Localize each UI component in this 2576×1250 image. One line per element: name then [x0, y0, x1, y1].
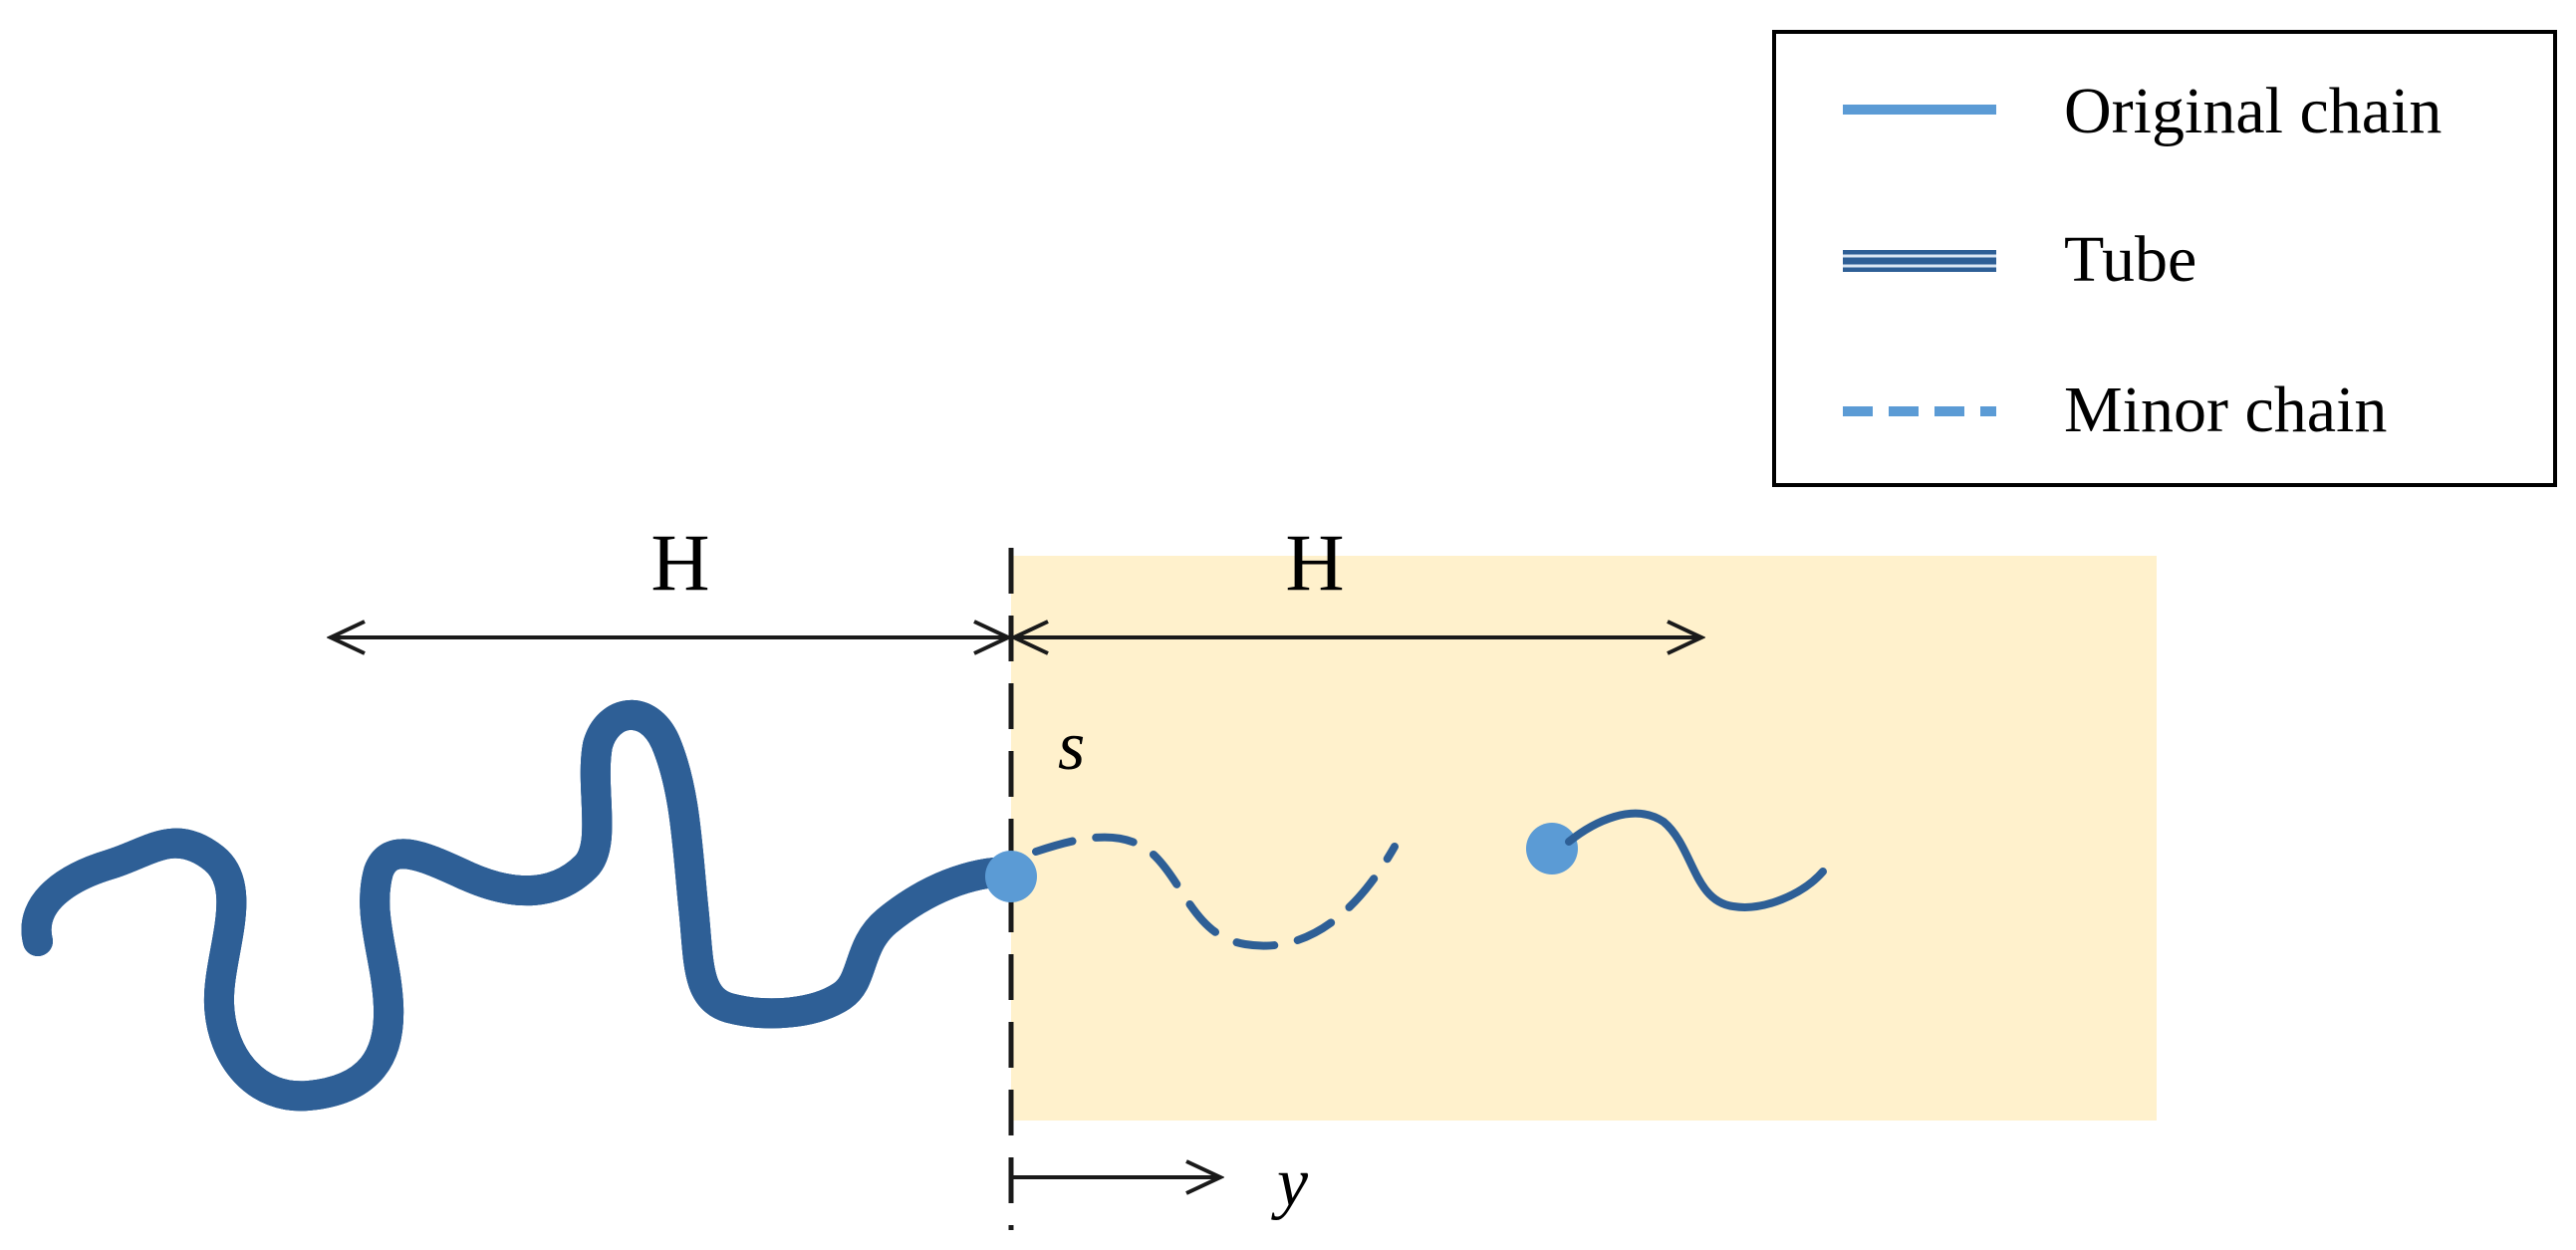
legend-tube-label: Tube	[2064, 223, 2196, 296]
minor-chain	[1032, 833, 1399, 950]
right-dimension-label: H	[1285, 517, 1344, 608]
legend: Original chain Tube Minor chain	[1772, 30, 2557, 487]
original-chain	[1565, 809, 1827, 911]
legend-original-chain-label: Original chain	[2064, 75, 2442, 147]
tube-chain	[37, 715, 1011, 1097]
y-variable-label: y	[1271, 1144, 1309, 1221]
left-dimension-label: H	[650, 517, 709, 608]
chain-end-dot	[985, 851, 1037, 902]
shaded-region	[1011, 556, 2157, 1121]
legend-minor-chain-label: Minor chain	[2064, 374, 2387, 446]
legend-tube-swatch	[1843, 250, 1996, 272]
s-variable-label: s	[1058, 708, 1085, 785]
original-chain-dot	[1526, 823, 1578, 875]
